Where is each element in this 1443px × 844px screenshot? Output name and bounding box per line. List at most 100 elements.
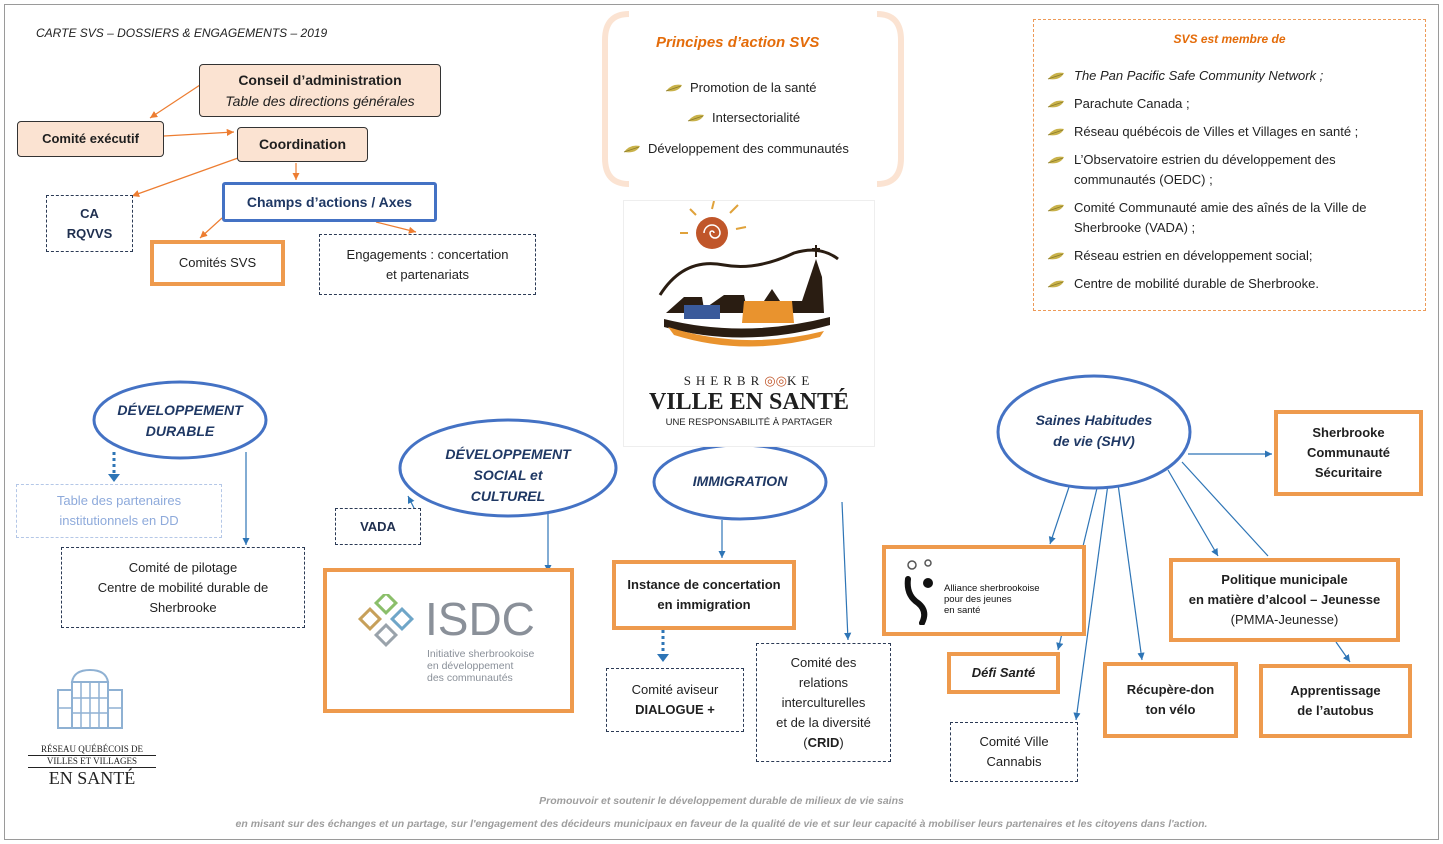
axis-shv-label: Saines Habitudes de vie (SHV): [1035, 412, 1153, 449]
ellipse-dsc: [398, 418, 618, 518]
leaf-bullet-icon: [623, 145, 640, 152]
arrow-shv-to-politique: [1167, 469, 1219, 557]
isdc-logo-text: ISDC: [425, 593, 535, 645]
jumping-figure-icon: [904, 559, 933, 625]
window-house-icon: [57, 668, 123, 729]
leaf-bullet-icon: [1047, 72, 1064, 80]
politique-box: Politique municipale en matière d’alcool…: [1169, 558, 1400, 642]
double-o-icon: ◎◎: [764, 373, 787, 388]
member-item: Réseau estrien en développement social;: [1046, 246, 1416, 266]
cannabis-box: Comité Ville Cannabis: [950, 722, 1078, 782]
board-box: Conseil d’administration Table des direc…: [199, 64, 441, 117]
arrow-coordination-to-ca: [131, 157, 239, 197]
aviseur-box: Comité aviseur DIALOGUE +: [606, 668, 744, 732]
crid-box: Comité des relations interculturelles et…: [756, 643, 891, 762]
arrow-shv-to-alliance: [1048, 483, 1071, 545]
member-item: L’Observatoire estrien du développement …: [1046, 150, 1416, 190]
leaf-bullet-icon: [1047, 204, 1064, 212]
coordination-label: Coordination: [258, 136, 347, 152]
isdc-diamonds-icon: [357, 594, 415, 648]
committees-box: Comités SVS: [150, 240, 285, 286]
leaf-bullet-icon: [1047, 252, 1064, 260]
coordination-box: Coordination: [237, 127, 368, 162]
secure-community-box: Sherbrooke Communauté Sécuritaire: [1274, 410, 1423, 496]
rqvvs-line2: VILLES ET VILLAGES: [28, 755, 156, 768]
pilotage-box: Comité de pilotage Centre de mobilité du…: [61, 547, 305, 628]
axis-immigration-label: IMMIGRATION: [692, 473, 788, 489]
member-label: Réseau estrien en développement social;: [1074, 248, 1313, 263]
table-partenaires-box: Table des partenaires institutionnels en…: [16, 484, 222, 538]
member-item: Comité Communauté amie des aînés de la V…: [1046, 198, 1416, 238]
alliance-box: Alliance sherbrookoise pour des jeunes e…: [882, 545, 1086, 636]
logo-line1: SHERBR◎◎KE: [683, 373, 815, 388]
arrow-shv-to-cannabis: [1073, 483, 1109, 721]
engagements-box: Engagements : concertation et partenaria…: [319, 234, 536, 295]
principles-brackets: [602, 11, 904, 187]
ca-box: CA RQVVS: [46, 195, 133, 252]
leaf-bullet-icon: [1047, 280, 1064, 288]
arrow-axes-to-committees: [199, 217, 223, 239]
member-label: Réseau québécois de Villes et Villages e…: [1074, 124, 1359, 139]
executive-box: Comité exécutif: [17, 121, 164, 157]
arrow-imm-to-crid: [841, 501, 852, 641]
axes-box: Champs d’actions / Axes: [222, 182, 437, 222]
principle-label: Intersectorialité: [712, 110, 801, 125]
leaf-bullet-icon: [1047, 156, 1064, 164]
svs-logo: SHERBR◎◎KE VILLE EN SANTÉ UNE RESPONSABI…: [623, 200, 875, 447]
arrow-executive-to-coordination: [163, 128, 235, 137]
executive-label: Comité exécutif: [42, 131, 139, 146]
arrow-politique-to-autobus: [1335, 641, 1351, 663]
arrow-instance-to-aviseur-head: [657, 654, 669, 662]
rqvvs-line3: EN SANTÉ: [48, 768, 136, 788]
board-title: Conseil d’administration: [238, 71, 402, 88]
engagements-line2: et partenariats: [385, 266, 470, 282]
leaf-bullet-icon: [1047, 128, 1064, 136]
leaf-bullet-icon: [687, 114, 704, 121]
instance-box: Instance de concertation en immigration: [612, 560, 796, 630]
principle-item: Promotion de la santé: [664, 80, 816, 95]
logo-line3: UNE RESPONSABILITÉ À PARTAGER: [665, 417, 833, 428]
arrow-shv-to-politique-b: [1181, 461, 1269, 557]
member-item: Réseau québécois de Villes et Villages e…: [1046, 122, 1416, 142]
ellipse-shv: [996, 374, 1192, 490]
member-label: L’Observatoire estrien du développement …: [1074, 152, 1336, 187]
principles-title: Principes d’action SVS: [656, 34, 820, 51]
membership-box: SVS est membre de The Pan Pacific Safe C…: [1033, 19, 1426, 311]
member-label: Parachute Canada ;: [1074, 96, 1190, 111]
arrow-shv-to-recupere: [1117, 483, 1145, 661]
member-item: Centre de mobilité durable de Sherbrooke…: [1046, 274, 1416, 294]
axis-dsc-label: DÉVELOPPEMENT SOCIAL et CULTUREL: [445, 446, 571, 504]
village-illustration-icon: [658, 200, 839, 347]
leaf-bullet-icon: [665, 84, 682, 91]
page-title: CARTE SVS – DOSSIERS & ENGAGEMENTS – 201…: [36, 26, 328, 40]
principle-label: Promotion de la santé: [690, 80, 817, 95]
rqvvs-line1: RÉSEAU QUÉBÉCOIS DE: [40, 744, 143, 754]
ca-line2: RQVVS: [66, 225, 113, 241]
membership-list: The Pan Pacific Safe Community Network ;…: [1046, 66, 1416, 294]
rqvvs-logo: RÉSEAU QUÉBÉCOIS DE VILLES ET VILLAGES E…: [28, 668, 158, 792]
axes-label: Champs d’actions / Axes: [246, 193, 413, 210]
isdc-subtitle: Initiative sherbrookoise en développemen…: [427, 648, 535, 684]
recupere-box: Récupère-don ton vélo: [1103, 662, 1238, 738]
footer-line1: Promouvoir et soutenir le développement …: [539, 795, 904, 807]
autobus-box: Apprentissage de l’autobus: [1259, 664, 1412, 738]
arrow-axes-to-engagements: [375, 221, 417, 234]
defi-sante-box: Défi Santé: [947, 652, 1060, 694]
membership-title: SVS est membre de: [1173, 32, 1286, 46]
logo-line2: VILLE EN SANTÉ: [648, 389, 850, 415]
isdc-box: ISDC Initiative sherbrookoise en dévelop…: [323, 568, 574, 713]
member-label: The Pan Pacific Safe Community Network ;: [1074, 68, 1324, 83]
member-item: The Pan Pacific Safe Community Network ;: [1046, 66, 1416, 86]
principle-item: Intersectorialité: [686, 110, 800, 125]
member-label: Comité Communauté amie des aînés de la V…: [1074, 200, 1367, 235]
member-label: Centre de mobilité durable de Sherbrooke…: [1074, 276, 1319, 291]
ca-line1: CA: [80, 205, 99, 221]
arrow-dd-to-table-head: [108, 474, 120, 482]
page-frame: [4, 4, 1439, 840]
engagements-line1: Engagements : concertation: [346, 246, 509, 262]
principle-item: Développement des communautés: [622, 141, 849, 156]
ellipse-dd: [92, 380, 268, 460]
board-subtitle: Table des directions générales: [225, 92, 415, 109]
